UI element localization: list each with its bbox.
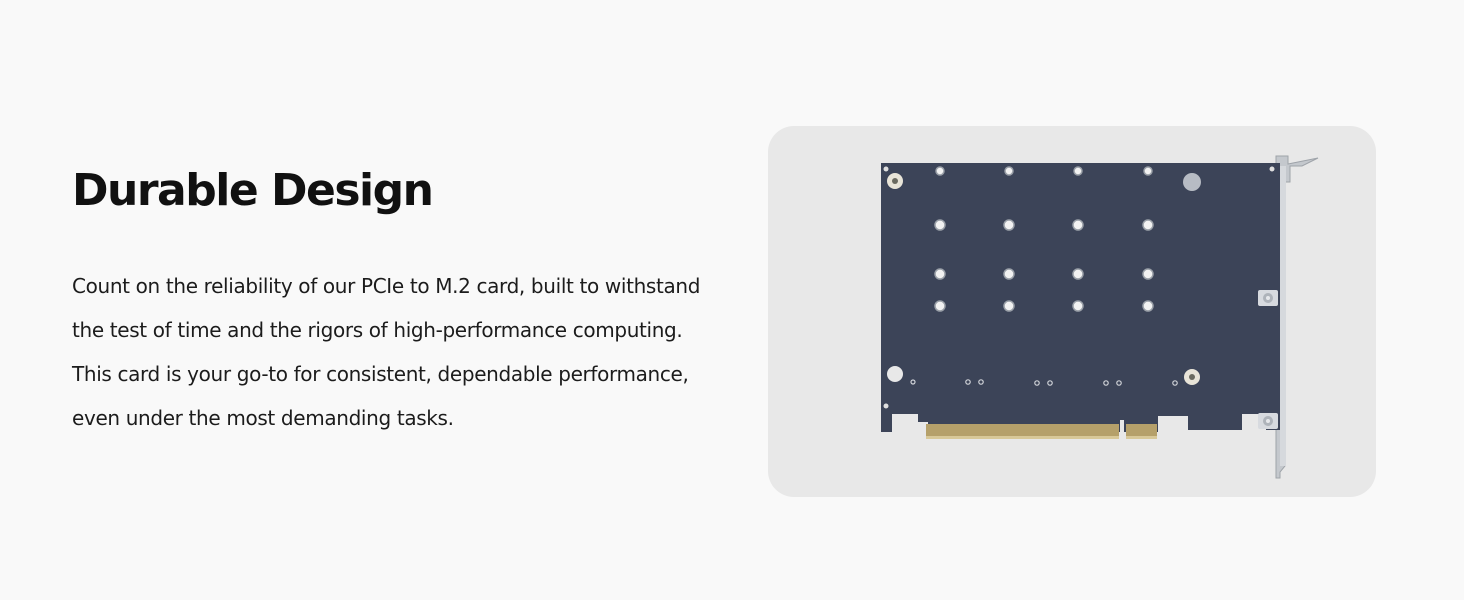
bracket-icon (1275, 155, 1319, 479)
vias-icon (910, 379, 1178, 386)
gold-fingers-icon (926, 424, 1157, 439)
feature-description: Count on the reliability of our PCIe to … (72, 264, 762, 440)
product-image-panel (768, 126, 1376, 497)
mounting-holes-icon (883, 166, 1275, 409)
bracket-screws-icon (1258, 290, 1278, 429)
description-line-1: Count on the reliability of our PCIe to … (72, 274, 701, 298)
description-line-4: even under the most demanding tasks. (72, 406, 454, 430)
description-line-2: the test of time and the rigors of high-… (72, 318, 683, 342)
feature-title: Durable Design (72, 165, 434, 216)
description-line-3: This card is your go-to for consistent, … (72, 362, 689, 386)
pcb-board-icon (881, 163, 1280, 432)
standoff-holes-icon (934, 166, 1154, 312)
pcie-to-m2-card-image (881, 155, 1319, 479)
